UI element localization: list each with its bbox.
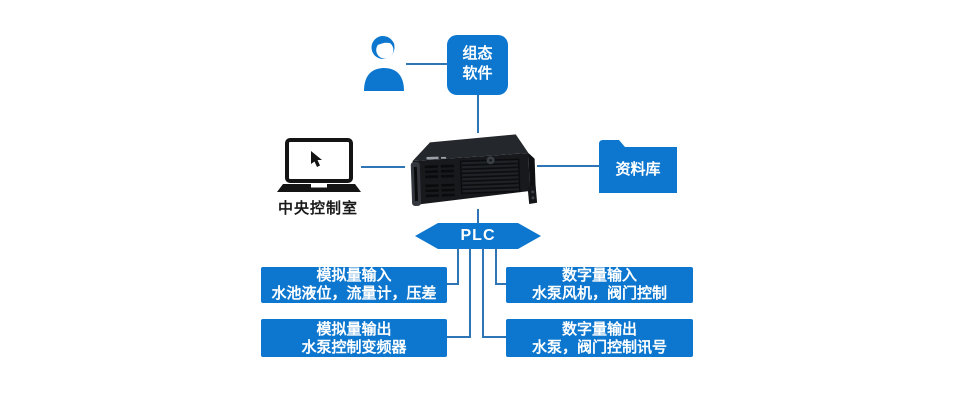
user-icon xyxy=(364,36,404,91)
node-digital-input: 数字量输入 水泵风机，阀门控制 xyxy=(506,267,693,303)
digital-input-detail: 水泵风机，阀门控制 xyxy=(531,285,667,302)
connector-plc-digital-in-h xyxy=(495,283,506,285)
analog-output-title: 模拟量输出 xyxy=(316,321,392,338)
central-control-room-label: 中央控制室 xyxy=(277,200,358,217)
connector-operator-software xyxy=(406,63,447,65)
connector-plc-analog-in-h xyxy=(446,283,459,285)
hexagon-shape xyxy=(415,223,541,249)
node-config-software: 组态 软件 xyxy=(447,35,508,95)
server-image xyxy=(410,134,537,206)
connector-plc-digital-in-v xyxy=(495,248,497,285)
plc-label: PLC xyxy=(460,227,496,244)
node-analog-input: 模拟量输入 水池液位，流量计，压差 xyxy=(261,267,447,303)
connector-software-server xyxy=(477,95,479,133)
config-software-label-line2: 软件 xyxy=(462,65,493,82)
node-database: 资料库 xyxy=(599,140,677,193)
folder-icon xyxy=(599,140,677,193)
node-plc: PLC xyxy=(415,223,541,249)
analog-output-detail: 水泵控制变频器 xyxy=(301,339,407,356)
connector-plc-analog-out-h xyxy=(446,336,471,338)
laptop-icon xyxy=(277,138,361,192)
connector-plc-digital-out-v xyxy=(482,248,484,338)
digital-input-title: 数字量输入 xyxy=(561,267,637,284)
digital-output-title: 数字量输出 xyxy=(561,321,637,338)
connector-plc-digital-out-h xyxy=(482,336,506,338)
connector-plc-analog-out-v xyxy=(469,248,471,338)
connector-laptop-server xyxy=(361,166,405,168)
connector-plc-analog-in-v xyxy=(457,248,459,285)
connector-server-database xyxy=(537,165,599,167)
analog-input-title: 模拟量输入 xyxy=(316,267,392,284)
node-analog-output: 模拟量输出 水泵控制变频器 xyxy=(261,319,447,357)
connector-server-plc xyxy=(477,209,479,225)
config-software-label-line1: 组态 xyxy=(462,45,493,62)
node-digital-output: 数字量输出 水泵，阀门控制讯号 xyxy=(506,319,693,357)
database-label: 资料库 xyxy=(615,161,661,178)
analog-input-detail: 水池液位，流量计，压差 xyxy=(271,285,437,302)
digital-output-detail: 水泵，阀门控制讯号 xyxy=(531,339,667,356)
